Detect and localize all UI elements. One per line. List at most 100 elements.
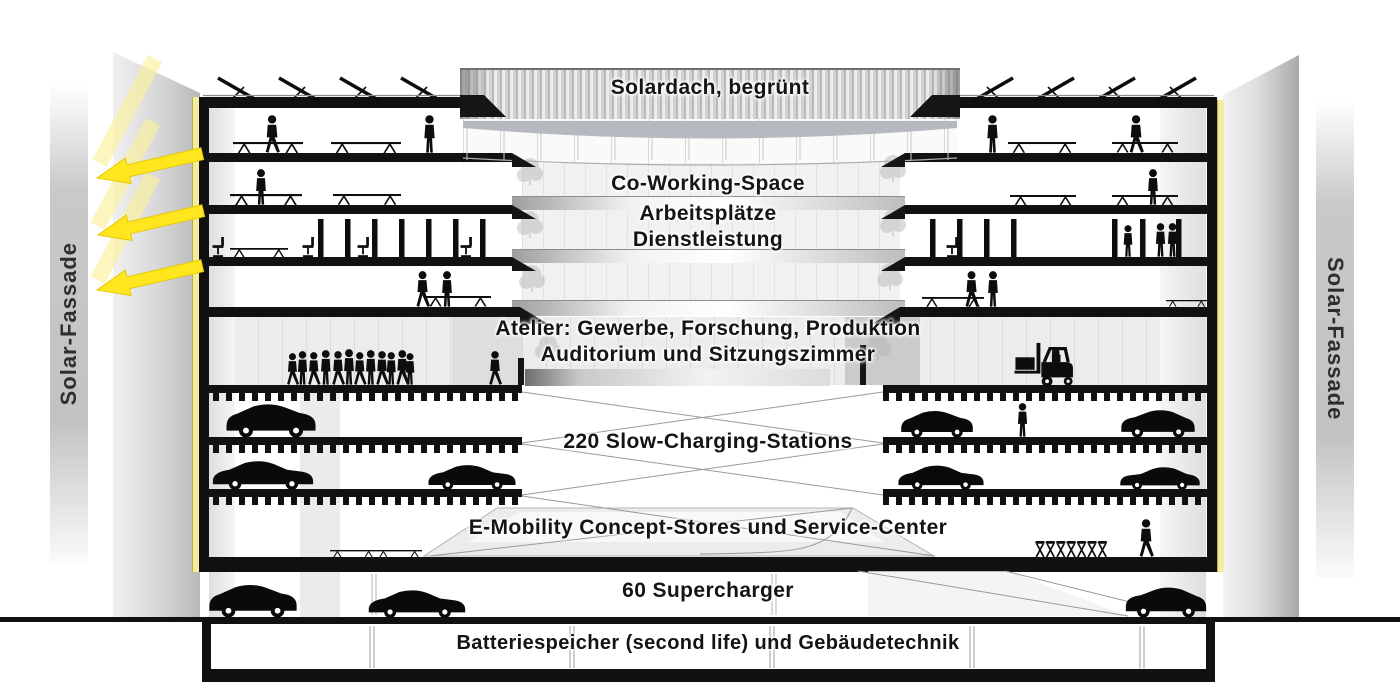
left-facade-label-bar: Solar-Fassade bbox=[50, 85, 88, 563]
atelier-side-panel bbox=[452, 317, 522, 385]
person-silhouette bbox=[424, 115, 435, 153]
atelier-ceiling-slab bbox=[900, 307, 1217, 317]
bar-stool-silhouette bbox=[1055, 540, 1067, 557]
partition-wall bbox=[984, 219, 990, 257]
car-silhouette bbox=[368, 590, 466, 618]
coworking-label-1: Co-Working-Space bbox=[611, 172, 805, 195]
office-chair-silhouette bbox=[459, 237, 473, 257]
solar-facade-strip-left bbox=[192, 97, 199, 572]
car-silhouette bbox=[1121, 410, 1195, 438]
right-perspective-wall bbox=[1223, 55, 1299, 617]
car-silhouette-mirrored bbox=[1121, 410, 1195, 438]
partition-wall bbox=[426, 219, 432, 257]
car-silhouette bbox=[898, 465, 984, 490]
table-silhouette bbox=[425, 296, 491, 307]
bar-stool-silhouette bbox=[1065, 540, 1077, 557]
floor-slab bbox=[200, 257, 512, 266]
atelier-side-panel bbox=[845, 317, 920, 385]
floor-slab bbox=[905, 257, 1217, 266]
crowd-person-silhouette bbox=[297, 351, 308, 385]
crowd-person-silhouette bbox=[376, 351, 389, 385]
car-silhouette bbox=[1120, 467, 1200, 490]
atrium-floor-edge bbox=[512, 249, 905, 263]
person-silhouette bbox=[988, 271, 998, 307]
partition-wall bbox=[318, 219, 324, 257]
roof-slab-left bbox=[200, 97, 463, 108]
section-wall-right bbox=[1207, 97, 1217, 572]
section-wall-left bbox=[199, 97, 209, 572]
street-level-slab bbox=[200, 557, 1217, 572]
floor-slab bbox=[200, 205, 512, 214]
crowd-person-silhouette bbox=[344, 349, 354, 385]
floor-slab bbox=[200, 153, 512, 162]
partition-wall bbox=[345, 219, 351, 257]
person-silhouette bbox=[265, 115, 280, 153]
bar-stool-silhouette bbox=[1034, 540, 1046, 557]
solar-roof-band bbox=[460, 68, 960, 119]
atrium-background bbox=[522, 163, 900, 307]
crowd-person-silhouette bbox=[287, 353, 300, 385]
car-silhouette bbox=[212, 461, 314, 490]
atrium-floor-edge bbox=[512, 196, 905, 210]
bar-stool-silhouette bbox=[1096, 540, 1109, 557]
slab-end-wedges bbox=[460, 95, 960, 385]
car-silhouette bbox=[209, 585, 297, 618]
person-silhouette bbox=[1129, 115, 1144, 153]
partition-wall bbox=[1011, 219, 1017, 257]
parking-slab bbox=[883, 437, 1217, 453]
left-perspective-wall bbox=[113, 52, 200, 617]
coworking-label-3: Dienstleistung bbox=[632, 228, 784, 251]
ramp-lines bbox=[422, 121, 1131, 617]
table-silhouette bbox=[1112, 195, 1178, 206]
parking-slab bbox=[200, 437, 522, 453]
crowd-person-silhouette bbox=[366, 350, 376, 385]
table-silhouette bbox=[1112, 142, 1178, 153]
table-silhouette bbox=[376, 550, 422, 558]
interior-column bbox=[1160, 108, 1206, 617]
partition-wall bbox=[1140, 219, 1146, 257]
person-silhouette bbox=[987, 115, 998, 153]
car-silhouette-mirrored bbox=[1120, 467, 1200, 490]
office-chair-silhouette bbox=[356, 237, 370, 257]
sunlight-beam bbox=[92, 55, 163, 167]
partition-wall bbox=[372, 219, 378, 257]
right-facade-label-bar: Solar-Fassade bbox=[1316, 100, 1354, 578]
coworking-label-2: Arbeitsplätze bbox=[639, 202, 777, 225]
partition-wall bbox=[1112, 219, 1118, 257]
car-silhouette bbox=[428, 465, 516, 490]
charging-label: 220 Slow-Charging-Stations bbox=[563, 430, 853, 453]
crowd-person-silhouette bbox=[386, 352, 396, 385]
roof-label: Solardach, begrünt bbox=[610, 76, 810, 99]
rooftop-solar-panels bbox=[203, 76, 1214, 103]
parking-slab bbox=[883, 489, 1217, 505]
floor-slab bbox=[905, 153, 1217, 162]
solar-facade-strip-right bbox=[1217, 100, 1224, 572]
parking-slab bbox=[200, 489, 522, 505]
person-silhouette bbox=[442, 271, 452, 307]
stores-label: E-Mobility Concept-Stores und Service-Ce… bbox=[468, 516, 948, 539]
atelier-label-1: Atelier: Gewerbe, Forschung, Produktion bbox=[495, 317, 921, 340]
atelier-ceiling-slab bbox=[200, 307, 520, 317]
solar-energy-arrows bbox=[95, 147, 206, 297]
person-silhouette bbox=[256, 169, 266, 205]
partition-wall bbox=[1176, 219, 1182, 257]
car-silhouette bbox=[901, 410, 973, 438]
table-silhouette bbox=[1010, 195, 1076, 206]
solar-arrow bbox=[95, 147, 205, 185]
parking-slab bbox=[883, 385, 1217, 401]
basement-box bbox=[202, 620, 1215, 682]
solar-arrow bbox=[95, 259, 205, 297]
office-chair-silhouette bbox=[211, 237, 225, 257]
person-silhouette bbox=[1123, 225, 1133, 257]
basement-label: Batteriespeicher (second life) und Gebäu… bbox=[456, 632, 960, 654]
floor-slab bbox=[905, 205, 1217, 214]
crowd-person-silhouette bbox=[308, 352, 321, 385]
person-silhouette bbox=[1148, 169, 1158, 205]
forklift-silhouette bbox=[1014, 341, 1075, 387]
bar-stool-silhouette bbox=[1044, 540, 1057, 557]
person-silhouette bbox=[1155, 223, 1166, 257]
office-chair-silhouette bbox=[945, 237, 959, 257]
table-silhouette bbox=[1166, 300, 1208, 307]
interior-column bbox=[209, 108, 235, 617]
car-silhouette bbox=[226, 404, 316, 438]
